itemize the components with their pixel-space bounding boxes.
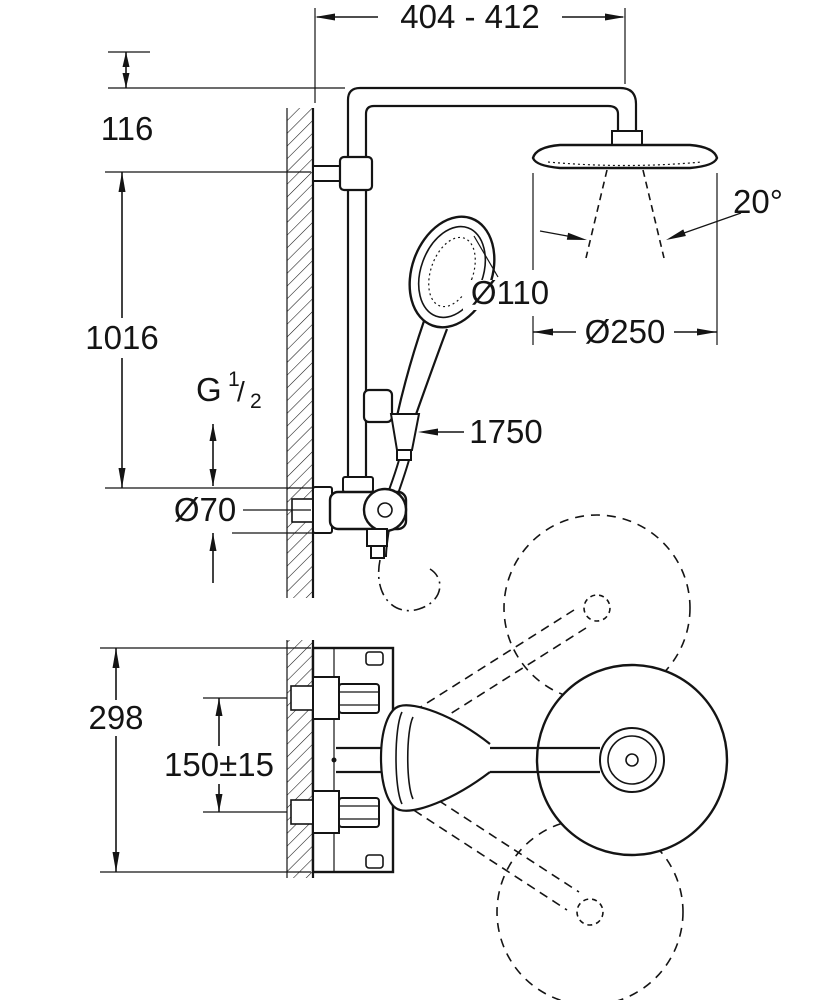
label-escutcheon-dia: Ø70	[174, 491, 236, 528]
wall-section-lower	[286, 640, 315, 878]
dim-thread-g12: G 1 / 2	[196, 368, 262, 486]
supply-connection-bottom	[290, 790, 380, 834]
head-shower-side-view	[531, 130, 719, 170]
dim-top-offset-116: 116	[101, 51, 345, 147]
dim-spray-angle: 20°	[539, 183, 783, 240]
dim-supply-spacing-150: 150±15	[164, 697, 287, 813]
dim-head-shower-dia: Ø250	[532, 173, 718, 350]
dim-hose-length: 1750	[418, 413, 543, 450]
label-supply-spacing: 150±15	[164, 746, 274, 783]
wall-section-upper	[286, 108, 315, 598]
head-shower-top-view	[331, 663, 729, 857]
label-width-range: 404 - 412	[400, 0, 539, 35]
dim-escutcheon-dia: Ø70	[174, 491, 316, 583]
label-thread-slash: /	[237, 376, 245, 407]
label-thread-numerator: 1	[228, 368, 240, 391]
label-head-shower-dia: Ø250	[585, 313, 666, 350]
riser-pipe-and-arm	[342, 86, 638, 493]
dim-body-height-298: 298	[88, 647, 311, 873]
label-thread-denominator: 2	[250, 390, 262, 413]
mixer-valve	[291, 486, 408, 559]
label-hose-length: 1750	[469, 413, 542, 450]
label-body-height: 298	[88, 699, 143, 736]
supply-connection-top	[290, 676, 380, 720]
label-hand-shower-dia: Ø110	[471, 274, 549, 311]
label-riser-height: 1016	[85, 319, 158, 356]
spray-cone-lines	[585, 169, 665, 259]
rail-holder	[362, 388, 394, 424]
label-thread-prefix: G	[196, 371, 222, 408]
dim-riser-height-1016: 1016	[85, 171, 316, 489]
hand-shower-top-view	[379, 704, 491, 812]
dim-width-404-412: 404 - 412	[314, 0, 626, 103]
dim-hand-shower-dia: Ø110	[463, 235, 557, 311]
label-spray-angle: 20°	[733, 183, 783, 220]
wall-bracket	[312, 155, 374, 192]
label-top-offset: 116	[101, 110, 154, 147]
